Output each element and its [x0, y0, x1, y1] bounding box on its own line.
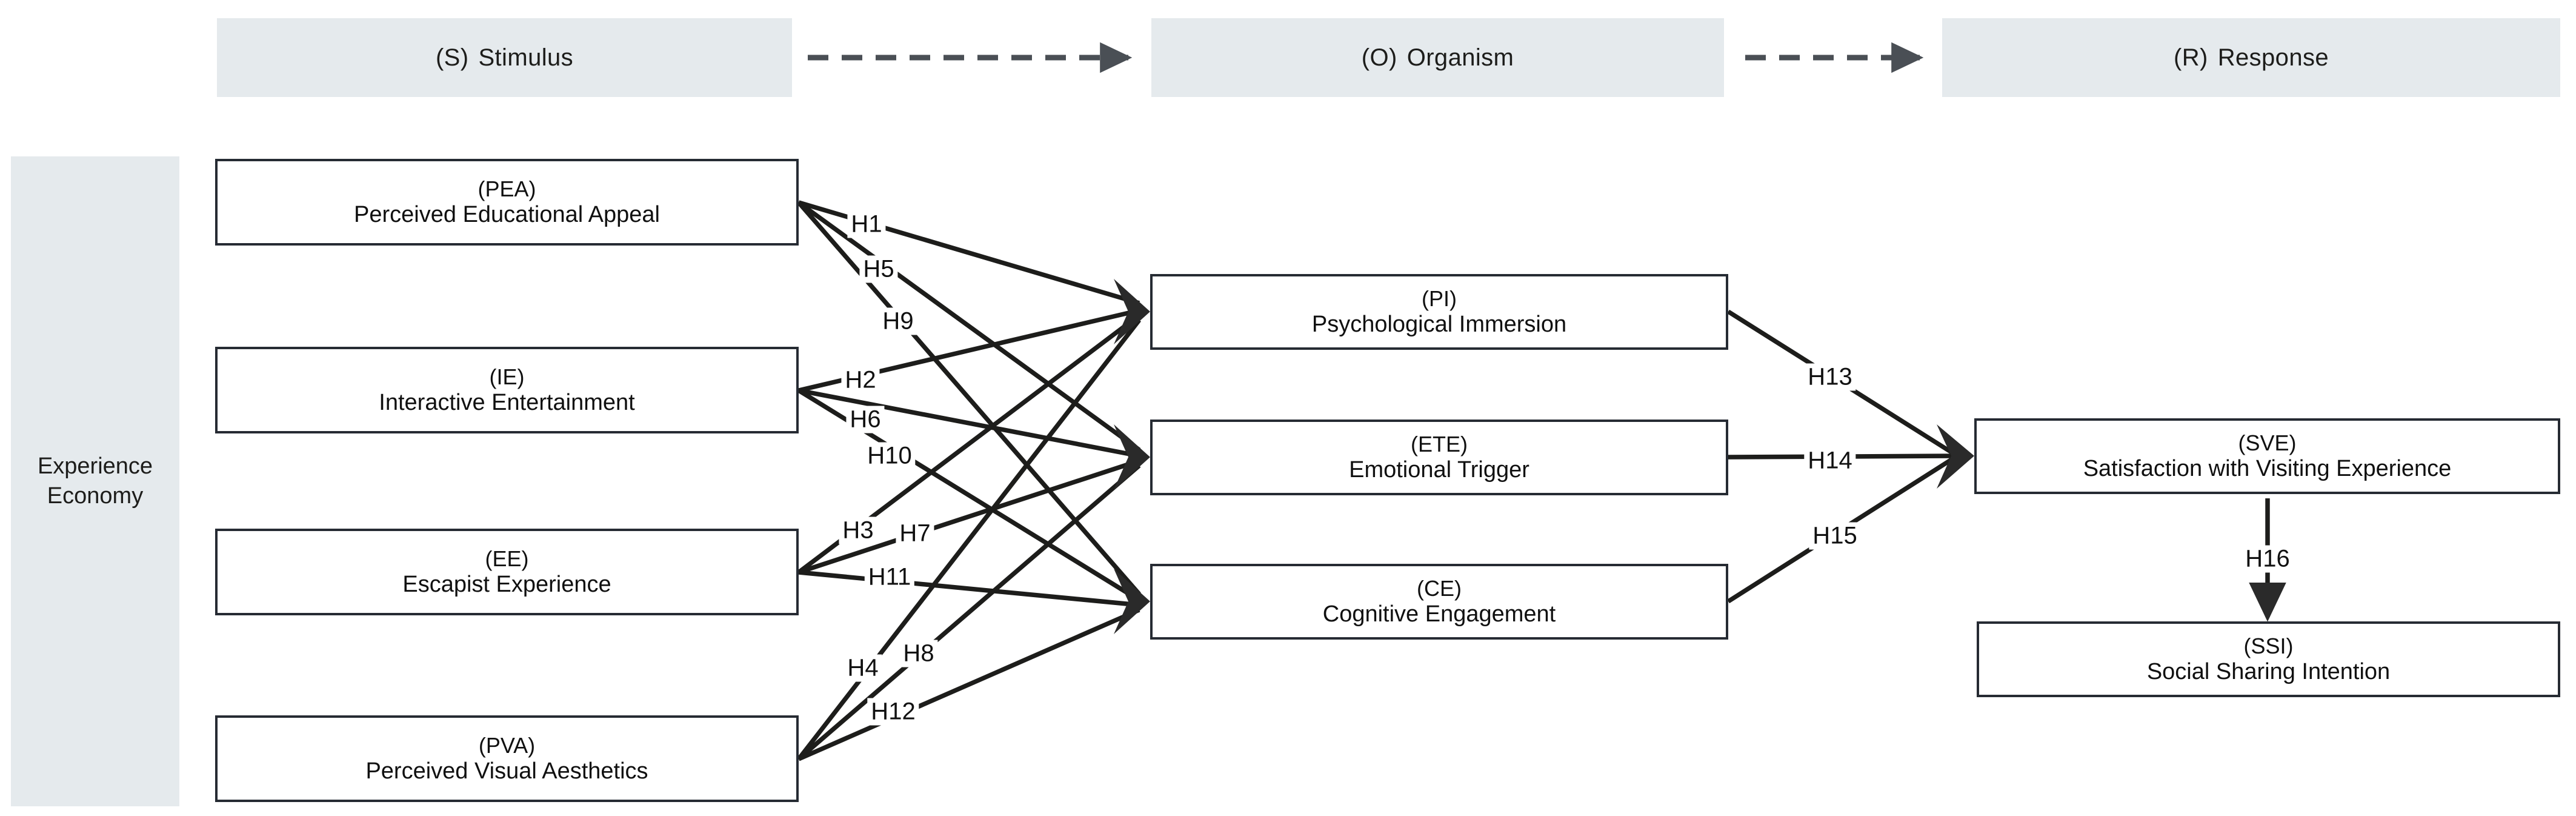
- hypothesis-label-H7: H7: [896, 520, 934, 547]
- hypothesis-label-H5: H5: [859, 255, 898, 283]
- node-SVE-code: (SVE): [2238, 430, 2297, 455]
- hypothesis-label-H4: H4: [844, 654, 882, 682]
- hypothesis-label-H3: H3: [839, 517, 877, 544]
- hypothesis-label-H11: H11: [864, 563, 915, 591]
- band-stimulus: (S) Stimulus: [217, 18, 792, 97]
- node-PVA[interactable]: (PVA) Perceived Visual Aesthetics: [215, 715, 799, 802]
- band-response-code: (R): [2173, 44, 2208, 71]
- band-response-label: Response: [2217, 44, 2329, 71]
- node-SVE[interactable]: (SVE) Satisfaction with Visiting Experie…: [1974, 418, 2560, 494]
- hypothesis-label-H14: H14: [1804, 447, 1856, 475]
- band-organism-label: Organism: [1406, 44, 1514, 71]
- hypothesis-label-H8: H8: [899, 640, 938, 667]
- hypothesis-label-H10: H10: [864, 442, 916, 470]
- side-band-experience-economy: Experience Economy: [11, 156, 179, 806]
- node-PI-code: (PI): [1422, 286, 1457, 311]
- band-organism: (O) Organism: [1151, 18, 1724, 97]
- hypothesis-label-H9: H9: [879, 307, 917, 335]
- node-CE-name: Cognitive Engagement: [1322, 601, 1556, 627]
- node-PEA-name: Perceived Educational Appeal: [354, 202, 660, 228]
- hypothesis-label-H1: H1: [847, 210, 886, 238]
- side-band-line2: Economy: [47, 483, 144, 509]
- node-SSI[interactable]: (SSI) Social Sharing Intention: [1977, 621, 2560, 697]
- band-stimulus-label: Stimulus: [478, 44, 574, 71]
- node-EE-name: Escapist Experience: [402, 572, 611, 598]
- hypothesis-label-H12: H12: [867, 698, 919, 726]
- node-PEA-code: (PEA): [478, 176, 536, 201]
- node-PVA-code: (PVA): [478, 732, 536, 758]
- node-SSI-name: Social Sharing Intention: [2146, 659, 2391, 685]
- organism-arrowheads: [1114, 279, 1150, 634]
- arrowhead-into-ETE: [1114, 424, 1150, 490]
- node-CE-code: (CE): [1417, 575, 1462, 601]
- path-H8: [797, 464, 1141, 761]
- arrowhead-into-CE: [1114, 569, 1150, 634]
- node-PI[interactable]: (PI) Psychological Immersion: [1150, 274, 1728, 350]
- hypothesis-label-H15: H15: [1809, 522, 1861, 550]
- node-IE-name: Interactive Entertainment: [379, 390, 635, 416]
- node-ETE[interactable]: (ETE) Emotional Trigger: [1150, 420, 1728, 495]
- hypothesis-label-H13: H13: [1804, 363, 1856, 391]
- node-EE-code: (EE): [485, 546, 529, 571]
- node-PEA[interactable]: (PEA) Perceived Educational Appeal: [215, 159, 799, 246]
- path-H12: [797, 607, 1140, 761]
- node-ETE-code: (ETE): [1411, 431, 1468, 456]
- node-PVA-name: Perceived Visual Aesthetics: [365, 758, 648, 784]
- arrowhead-into-PI: [1114, 279, 1150, 344]
- node-CE[interactable]: (CE) Cognitive Engagement: [1150, 564, 1728, 640]
- node-ETE-name: Emotional Trigger: [1349, 457, 1529, 483]
- band-organism-code: (O): [1361, 44, 1397, 71]
- path-H11: [798, 570, 1140, 607]
- hypothesis-label-H16: H16: [2242, 545, 2294, 573]
- hypothesis-label-H6: H6: [846, 406, 885, 433]
- band-stimulus-code: (S): [435, 44, 469, 71]
- node-SVE-name: Satisfaction with Visiting Experience: [2083, 456, 2452, 482]
- node-IE-code: (IE): [489, 364, 525, 389]
- arrowhead-into-SVE: [1937, 424, 1974, 489]
- hypothesis-label-H2: H2: [841, 366, 880, 394]
- node-SSI-code: (SSI): [2243, 633, 2294, 658]
- band-response: (R) Response: [1942, 18, 2560, 97]
- node-PI-name: Psychological Immersion: [1311, 312, 1567, 338]
- node-IE[interactable]: (IE) Interactive Entertainment: [215, 347, 799, 433]
- node-EE[interactable]: (EE) Escapist Experience: [215, 529, 799, 615]
- side-band-line1: Experience: [37, 453, 153, 479]
